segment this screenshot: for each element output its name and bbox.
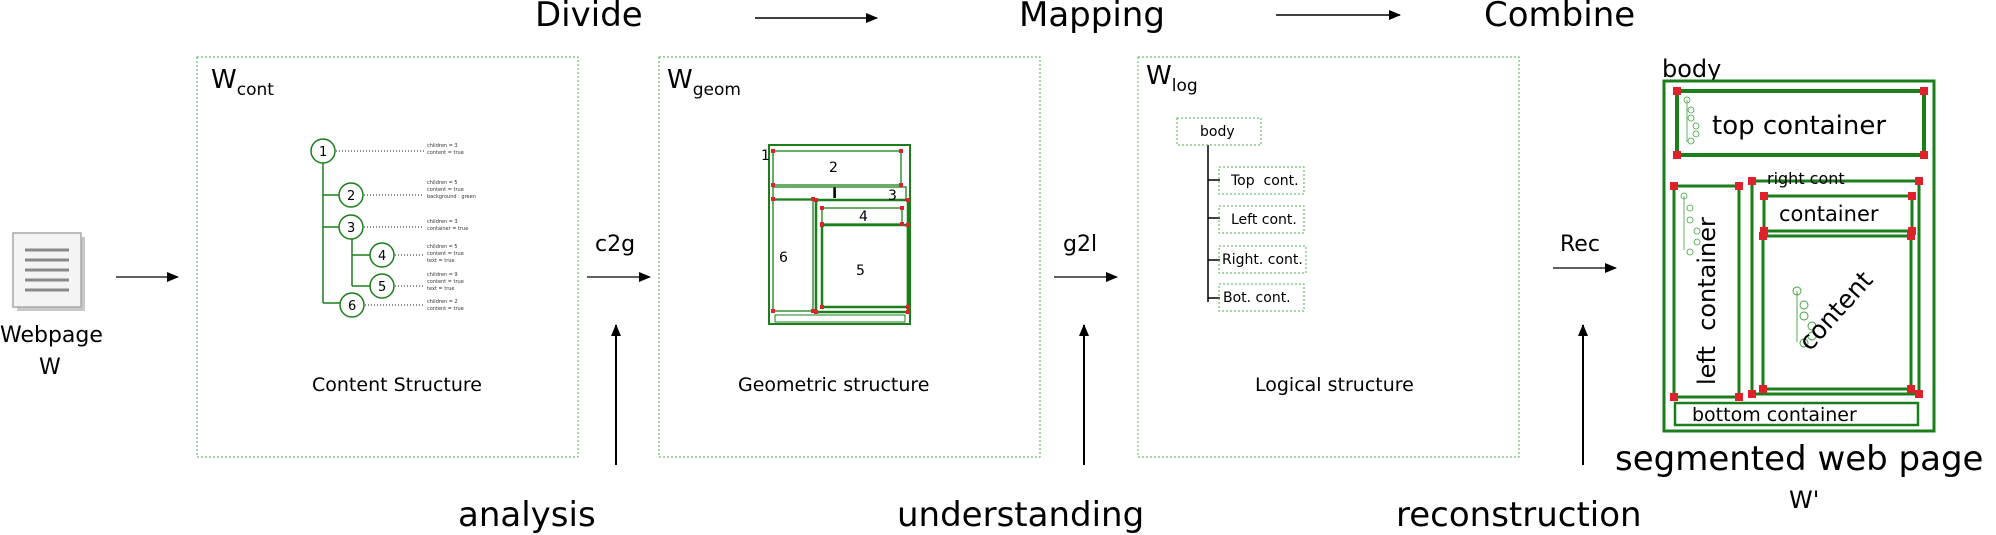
svg-text:text = true: text = true xyxy=(427,258,455,264)
svg-text:content = true: content = true xyxy=(427,279,464,285)
result-body-label: body xyxy=(1662,55,1721,83)
edge-c2g: c2g xyxy=(595,232,635,257)
phase-divide: Divide xyxy=(535,0,643,35)
body-block xyxy=(1662,79,1936,433)
content-structure-panel xyxy=(196,56,579,458)
tree-node-labels: 1 2 3 4 5 6 xyxy=(319,145,386,314)
logical-tree-labels: body Top cont. Left cont. Right. cont. B… xyxy=(1200,124,1303,306)
result-var: W' xyxy=(1789,486,1819,514)
svg-text:content = true: content = true xyxy=(427,251,464,257)
bottom-container-block xyxy=(1673,401,1920,427)
svg-text:1: 1 xyxy=(761,148,770,164)
logical-node-body xyxy=(1176,117,1262,146)
svg-text:Right. cont.: Right. cont. xyxy=(1222,252,1303,268)
svg-text:4: 4 xyxy=(859,209,868,225)
result-bottom-container: bottom container xyxy=(1692,404,1857,426)
webpage-label: Webpage xyxy=(0,323,103,348)
svg-text:3: 3 xyxy=(888,188,897,204)
segmented-page xyxy=(1662,79,1936,433)
phase-combine: Combine xyxy=(1484,0,1635,35)
svg-text:body: body xyxy=(1200,124,1235,140)
edge-g2l: g2l xyxy=(1063,232,1097,257)
inner-container-block xyxy=(1762,194,1914,233)
logical-node-right xyxy=(1218,245,1307,274)
logical-structure-panel xyxy=(1137,56,1520,458)
label-reconstruction: reconstruction xyxy=(1396,495,1642,535)
logical-tree-boxes xyxy=(1176,117,1307,312)
tree-node-4 xyxy=(369,242,395,268)
geom-panel-title: Wgeom xyxy=(667,65,741,100)
result-left-container: left container xyxy=(1693,217,1721,385)
svg-text:4: 4 xyxy=(378,249,386,264)
segmented-corner-markers xyxy=(1670,87,1928,401)
geom-panel-caption: Geometric structure xyxy=(738,374,929,396)
logical-tree-lines xyxy=(1207,145,1220,302)
svg-text:content = true: content = true xyxy=(427,150,464,156)
logical-panel-title: Wlog xyxy=(1146,61,1198,96)
right-container-block xyxy=(1750,179,1921,396)
geometric-corner-markers xyxy=(771,149,910,314)
svg-text:6: 6 xyxy=(348,299,356,314)
mini-content-tree-content xyxy=(1792,286,1817,348)
content-panel-caption: Content Structure xyxy=(312,374,482,396)
content-tree xyxy=(310,138,395,318)
svg-text:content = true: content = true xyxy=(427,306,464,312)
svg-text:background : green: background : green xyxy=(427,194,476,200)
svg-text:children = 5: children = 5 xyxy=(427,244,458,250)
svg-text:children = 3: children = 3 xyxy=(427,219,458,225)
geometric-structure-panel xyxy=(658,56,1041,458)
svg-text:children = 3: children = 3 xyxy=(427,143,458,149)
edge-rec: Rec xyxy=(1560,232,1600,257)
svg-text:3: 3 xyxy=(347,221,355,236)
geometric-box-labels: 1 2 I 3 4 5 6 xyxy=(761,148,897,279)
svg-text:Top cont.: Top cont. xyxy=(1230,173,1299,189)
result-container: container xyxy=(1779,202,1879,226)
svg-text:children = 5: children = 5 xyxy=(427,180,458,186)
svg-text:Left cont.: Left cont. xyxy=(1231,212,1297,228)
mini-content-tree-left xyxy=(1680,192,1701,256)
top-container-block xyxy=(1675,89,1926,157)
svg-text:container = true: container = true xyxy=(427,226,468,232)
tree-dotted-leaders xyxy=(336,150,424,306)
svg-text:2: 2 xyxy=(347,189,355,204)
svg-text:children = 2: children = 2 xyxy=(427,299,458,305)
label-understanding: understanding xyxy=(897,495,1144,535)
svg-text:text = true: text = true xyxy=(427,286,455,292)
content-panel-title: Wcont xyxy=(211,65,274,100)
svg-text:5: 5 xyxy=(856,263,865,279)
result-right-cont: right cont xyxy=(1767,169,1845,188)
result-content: content xyxy=(1793,265,1879,356)
svg-text:I: I xyxy=(832,186,837,202)
tree-node-1 xyxy=(310,138,336,164)
svg-text:5: 5 xyxy=(378,280,386,295)
tree-node-6 xyxy=(339,292,365,318)
svg-text:children = 9: children = 9 xyxy=(427,272,458,278)
svg-text:content = true: content = true xyxy=(427,187,464,193)
result-top-container: top container xyxy=(1712,111,1886,141)
svg-text:2: 2 xyxy=(829,160,838,176)
tree-node-3 xyxy=(338,214,364,240)
content-block xyxy=(1761,234,1913,391)
svg-text:6: 6 xyxy=(779,250,788,266)
webpage-document-icon xyxy=(12,232,85,311)
svg-text:Bot. cont.: Bot. cont. xyxy=(1223,290,1291,306)
svg-text:1: 1 xyxy=(319,145,327,160)
logical-panel-caption: Logical structure xyxy=(1255,374,1414,396)
tree-node-2 xyxy=(338,182,364,208)
result-caption: segmented web page xyxy=(1615,439,1983,479)
tree-node-notes: children = 3 content = true children = 5… xyxy=(427,143,476,312)
geometric-boxes xyxy=(768,144,911,325)
mini-content-tree-top xyxy=(1683,96,1700,145)
left-container-block xyxy=(1672,184,1741,399)
webpage-var: W xyxy=(39,355,61,380)
phase-mapping: Mapping xyxy=(1019,0,1165,35)
tree-node-5 xyxy=(369,273,395,299)
label-analysis: analysis xyxy=(458,495,596,535)
